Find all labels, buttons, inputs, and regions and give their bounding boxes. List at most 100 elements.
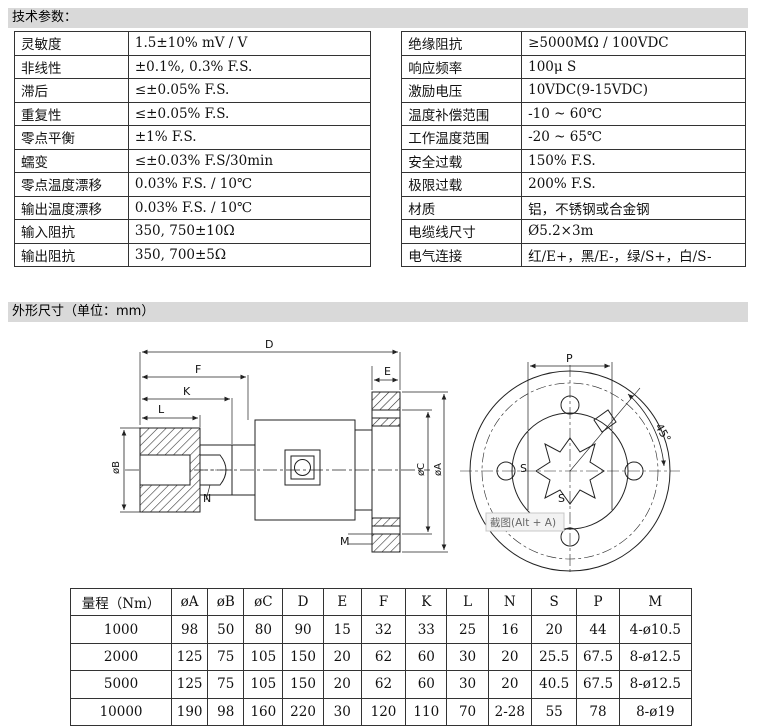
dimensions-header-cell: S: [530, 587, 578, 617]
table-cell: 105: [243, 670, 284, 699]
spec-value: 350, 700±5Ω: [127, 242, 372, 267]
spec-label: 材质: [401, 195, 523, 220]
spec-value: ≤±0.05% F.S.: [127, 101, 372, 126]
spec-value: 0.03% F.S. / 10℃: [127, 195, 372, 220]
spec-value: ±0.1%, 0.3% F.S.: [127, 54, 372, 79]
spec-value: 1.5±10% mV / V: [127, 31, 372, 56]
table-cell: 32: [360, 615, 407, 644]
tooltip-text: 截图(Alt + A): [490, 516, 556, 529]
table-cell: 5000: [69, 670, 173, 699]
table-cell: 25: [446, 615, 489, 644]
spec-value: 200% F.S.: [521, 172, 746, 197]
spec-gap: [370, 31, 403, 55]
spec-label: 激励电压: [401, 78, 523, 103]
spec-gap: [370, 172, 403, 196]
spec-row: 重复性≤±0.05% F.S.温度补偿范围-10 ~ 60℃: [14, 101, 746, 126]
dimension-drawing: D F K L E øB øC øA M N P S S 45° 截图(Alt …: [111, 338, 680, 575]
table-cell: 30: [446, 670, 489, 699]
table-cell: 60: [405, 642, 448, 672]
table-cell: 67.5: [576, 670, 620, 699]
dimensions-header-cell: F: [360, 587, 407, 617]
spec-label: 非线性: [14, 54, 129, 79]
dimensions-header-cell: N: [487, 587, 532, 617]
table-cell: 75: [207, 670, 245, 699]
table-cell: 8-ø12.5: [618, 642, 693, 672]
spec-label: 蠕变: [14, 148, 129, 173]
table-cell: 15: [322, 615, 362, 644]
table-cell: 20: [322, 670, 362, 699]
table-cell: 75: [207, 642, 245, 672]
table-cell: 20: [530, 615, 578, 644]
label-f: F: [195, 363, 201, 376]
table-cell: 125: [171, 670, 209, 699]
spec-value: -10 ~ 60℃: [521, 101, 746, 126]
table-cell: 98: [207, 697, 245, 726]
table-cell: 110: [405, 697, 448, 726]
spec-gap: [370, 78, 403, 102]
table-cell: 190: [171, 697, 209, 726]
dimension-section-title: 外形尺寸（单位：mm）: [8, 302, 748, 322]
spec-value: 红/E+，黑/E-，绿/S+，白/S-: [521, 242, 746, 267]
table-cell: 160: [243, 697, 284, 726]
label-p: P: [566, 352, 573, 365]
spec-value: ≥5000MΩ / 100VDC: [521, 31, 746, 56]
table-cell: 44: [576, 615, 620, 644]
spec-label: 零点温度漂移: [14, 172, 129, 197]
table-cell: 30: [322, 697, 362, 726]
table-cell: 20: [322, 642, 362, 672]
spec-value: 铝，不锈钢或合金钢: [521, 195, 746, 220]
spec-gap: [370, 196, 403, 220]
spec-gap: [370, 55, 403, 79]
label-c: øC: [416, 463, 427, 476]
table-cell: 2-28: [487, 697, 532, 726]
label-k: K: [183, 385, 191, 398]
spec-label: 绝缘阻抗: [401, 31, 523, 56]
table-cell: 20: [487, 670, 532, 699]
spec-label: 电缆线尺寸: [401, 219, 523, 244]
spec-label: 安全过载: [401, 148, 523, 173]
table-cell: 98: [171, 615, 209, 644]
spec-section-title: 技术参数：: [8, 8, 748, 28]
table-cell: 1000: [69, 615, 173, 644]
label-b: øB: [111, 461, 122, 474]
spec-value: -20 ~ 65℃: [521, 125, 746, 150]
table-cell: 80: [243, 615, 284, 644]
table-cell: 10000: [69, 697, 173, 726]
table-cell: 125: [171, 642, 209, 672]
dimensions-header-cell: L: [446, 587, 489, 617]
spec-gap: [370, 243, 403, 267]
table-cell: 62: [360, 670, 407, 699]
dimensions-header-cell: øC: [243, 587, 284, 617]
spec-label: 重复性: [14, 101, 129, 126]
spec-gap: [370, 219, 403, 243]
spec-value: 0.03% F.S. / 10℃: [127, 172, 372, 197]
table-cell: 60: [405, 670, 448, 699]
table-cell: 33: [405, 615, 448, 644]
table-cell: 16: [487, 615, 532, 644]
spec-row: 零点平衡±1% F.S.工作温度范围-20 ~ 65℃: [14, 125, 746, 150]
spec-gap: [370, 102, 403, 126]
table-cell: 150: [282, 670, 324, 699]
spec-gap: [370, 149, 403, 173]
table-cell: 62: [360, 642, 407, 672]
table-cell: 55: [530, 697, 578, 726]
table-cell: 25.5: [530, 642, 578, 672]
label-a: øA: [433, 463, 444, 476]
spec-label: 输入阻抗: [14, 219, 129, 244]
spec-value: 10VDC(9-15VDC): [521, 78, 746, 103]
spec-label: 电气连接: [401, 242, 523, 267]
spec-gap: [370, 125, 403, 149]
